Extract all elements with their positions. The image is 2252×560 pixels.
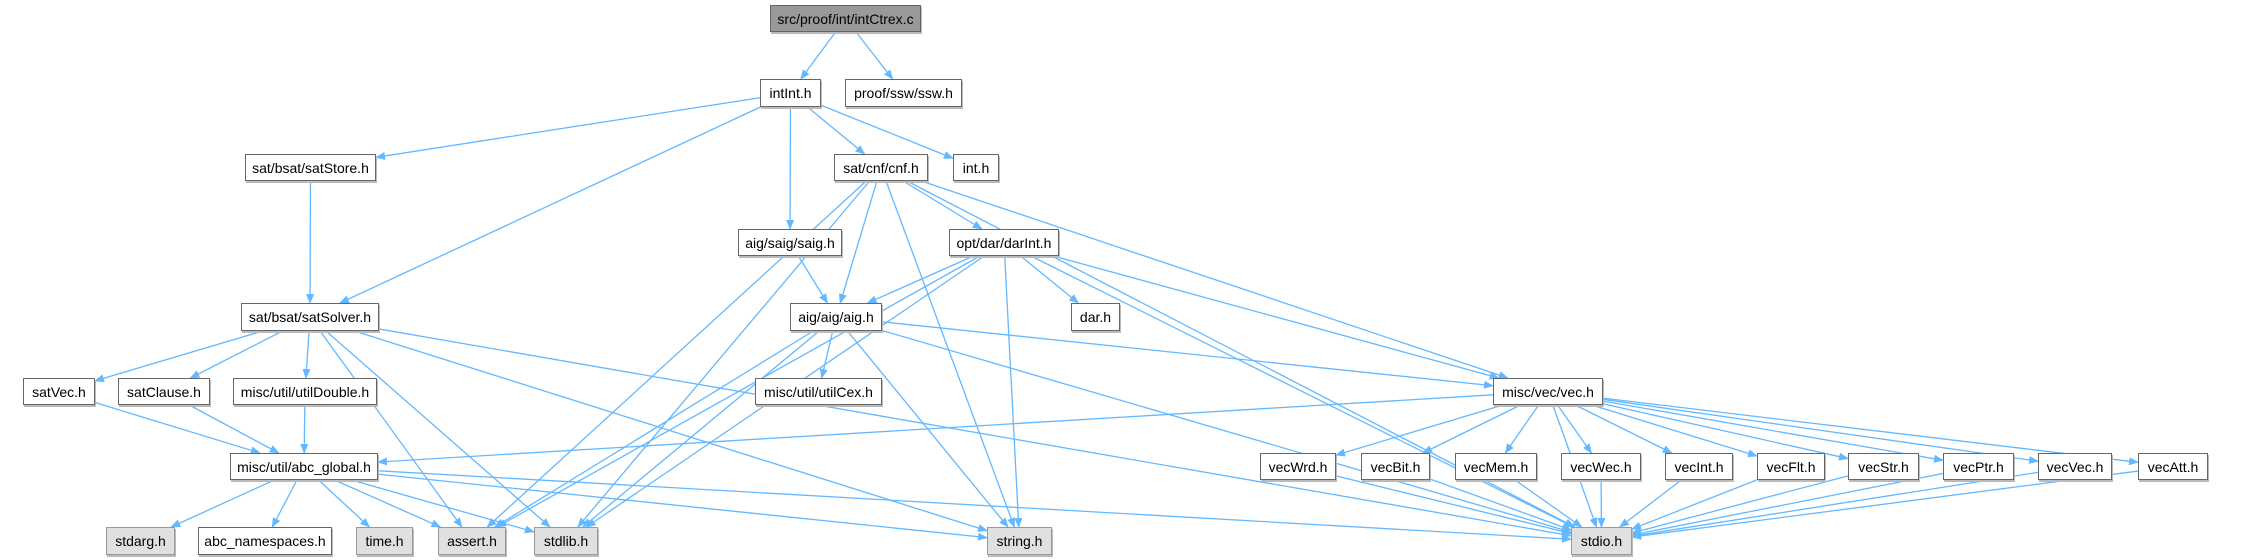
edge-satSolver-to-stdio [378, 328, 1572, 539]
edge-aig-to-stdio [881, 329, 1572, 534]
edge-satSolver-to-utilDouble [302, 330, 311, 379]
edge-abcGlobal-to-string [377, 473, 988, 541]
node-satStore-h[interactable]: sat/bsat/satStore.h [245, 154, 376, 181]
edge-aig-to-assert [493, 330, 814, 528]
node-vecMem-h[interactable]: vecMem.h [1455, 453, 1537, 480]
node-assert-h: assert.h [438, 527, 506, 555]
node-vecStr-h[interactable]: vecStr.h [1848, 453, 1919, 480]
node-satSolver-h[interactable]: sat/bsat/satSolver.h [241, 303, 379, 331]
node-aig-h[interactable]: aig/aig/aig.h [790, 303, 882, 331]
edge-satSolver-to-stdlib [325, 330, 551, 528]
edge-vec-to-vecWec [1557, 404, 1593, 454]
node-vecFlt-h[interactable]: vecFlt.h [1757, 453, 1825, 480]
edge-satSolver-to-assert [319, 330, 463, 528]
edge-darInt-to-aig [866, 255, 974, 304]
edge-vecFlt-to-stdio [1631, 479, 1758, 530]
edge-intInt-to-inth [820, 104, 954, 159]
node-satVec-h[interactable]: satVec.h [23, 378, 95, 405]
edge-vec-to-vecWrd [1335, 404, 1504, 457]
edge-satSolver-to-satVec [94, 330, 264, 383]
edge-satVec-to-abcGlobal [94, 401, 261, 455]
node-dar-h[interactable]: dar.h [1071, 303, 1120, 331]
node-utilCex-h[interactable]: misc/util/utilCex.h [755, 378, 882, 405]
edge-vecPtr-to-stdio [1631, 472, 1944, 538]
node-cnf-h[interactable]: sat/cnf/cnf.h [834, 154, 928, 181]
edge-vecStr-to-stdio [1631, 475, 1849, 535]
edge-intInt-to-satSolver [339, 106, 761, 304]
edge-aig-to-vec [881, 321, 1494, 389]
edge-vec-to-vecMem [1504, 404, 1540, 454]
edge-vec-to-vecPtr [1602, 400, 1944, 463]
node-vecAtt-h[interactable]: vecAtt.h [2138, 453, 2208, 480]
edge-intInt-to-cnf [807, 106, 866, 155]
edge-vec-to-vecVec [1602, 398, 2039, 464]
node-vecWrd-h[interactable]: vecWrd.h [1260, 453, 1336, 480]
edge-darInt-to-dar [1020, 255, 1080, 304]
edge-aig-to-stdlib [582, 330, 820, 528]
node-vec-h[interactable]: misc/vec/vec.h [1493, 378, 1603, 405]
node-abc-namespaces-h[interactable]: abc_namespaces.h [198, 527, 332, 555]
edge-vec-to-vecFlt [1591, 404, 1758, 458]
node-intInt-h[interactable]: intInt.h [760, 79, 821, 107]
edge-utilDouble-to-abcGlobal [300, 404, 309, 454]
edge-vecWrd-to-stdio [1335, 475, 1572, 536]
edge-cnf-to-aig [838, 180, 878, 304]
edge-satSolver-to-string [354, 330, 988, 532]
edge-abcGlobal-to-time [318, 479, 371, 528]
node-vecVec-h[interactable]: vecVec.h [2038, 453, 2112, 480]
edge-vec-to-vecAtt [1602, 397, 2139, 466]
node-ssw-h[interactable]: proof/ssw/ssw.h [845, 79, 962, 107]
node-stdio-h: stdio.h [1571, 527, 1632, 555]
edge-abcGlobal-to-assert [334, 479, 442, 528]
node-stdarg-h: stdarg.h [106, 527, 175, 555]
edge-satClause-to-abcGlobal [188, 404, 280, 454]
node-satClause-h[interactable]: satClause.h [118, 378, 210, 405]
node-stdlib-h: stdlib.h [534, 527, 598, 555]
node-root-file: src/proof/int/intCtrex.c [770, 5, 921, 32]
edge-vecInt-to-stdio [1619, 479, 1682, 528]
edge-cnf-to-vec [920, 180, 1509, 379]
edge-cnf-to-string [885, 180, 1015, 528]
node-string-h: string.h [987, 527, 1052, 555]
edge-saig-to-aig [797, 255, 828, 304]
edge-vec-to-vecBit [1422, 404, 1521, 454]
node-time-h: time.h [356, 527, 413, 555]
edge-abcGlobal-to-stdarg [170, 479, 275, 528]
edge-vecBit-to-stdio [1429, 478, 1572, 531]
edge-vecVec-to-stdio [1631, 471, 2039, 539]
edge-intInt-to-satStore [375, 97, 761, 160]
edge-abcGlobal-to-stdio [377, 470, 1572, 543]
edge-darInt-to-string [1004, 255, 1023, 528]
node-abc-global-h[interactable]: misc/util/abc_global.h [230, 453, 378, 480]
edge-vecMem-to-stdio [1514, 479, 1583, 528]
edge-cnf-to-darInt [902, 180, 983, 230]
edge-root-to-ssw [855, 31, 894, 80]
edge-abcGlobal-to-stdlib [351, 479, 535, 534]
node-vecBit-h[interactable]: vecBit.h [1361, 453, 1430, 480]
edge-abcGlobal-to-abcNs [271, 479, 298, 528]
edge-vec-to-vecStr [1602, 403, 1849, 461]
edge-vec-to-vecInt [1574, 404, 1673, 454]
edge-darInt-to-vec [1053, 255, 1500, 380]
edge-vecAtt-to-stdio [1631, 470, 2139, 540]
edge-vec-to-abcGlobal [377, 394, 1494, 466]
node-vecWec-h[interactable]: vecWec.h [1561, 453, 1641, 480]
edge-satSolver-to-satClause [189, 330, 283, 379]
node-int-h[interactable]: int.h [953, 154, 999, 181]
node-saig-h[interactable]: aig/saig/saig.h [738, 229, 842, 256]
node-vecInt-h[interactable]: vecInt.h [1665, 453, 1733, 480]
node-vecPtr-h[interactable]: vecPtr.h [1943, 453, 2014, 480]
edge-aig-to-utilCex [819, 330, 834, 379]
node-utilDouble-h[interactable]: misc/util/utilDouble.h [233, 378, 377, 405]
node-darInt-h[interactable]: opt/dar/darInt.h [949, 229, 1059, 256]
edge-darInt-to-stdio [1030, 255, 1575, 528]
edge-root-to-intInt [800, 31, 837, 80]
